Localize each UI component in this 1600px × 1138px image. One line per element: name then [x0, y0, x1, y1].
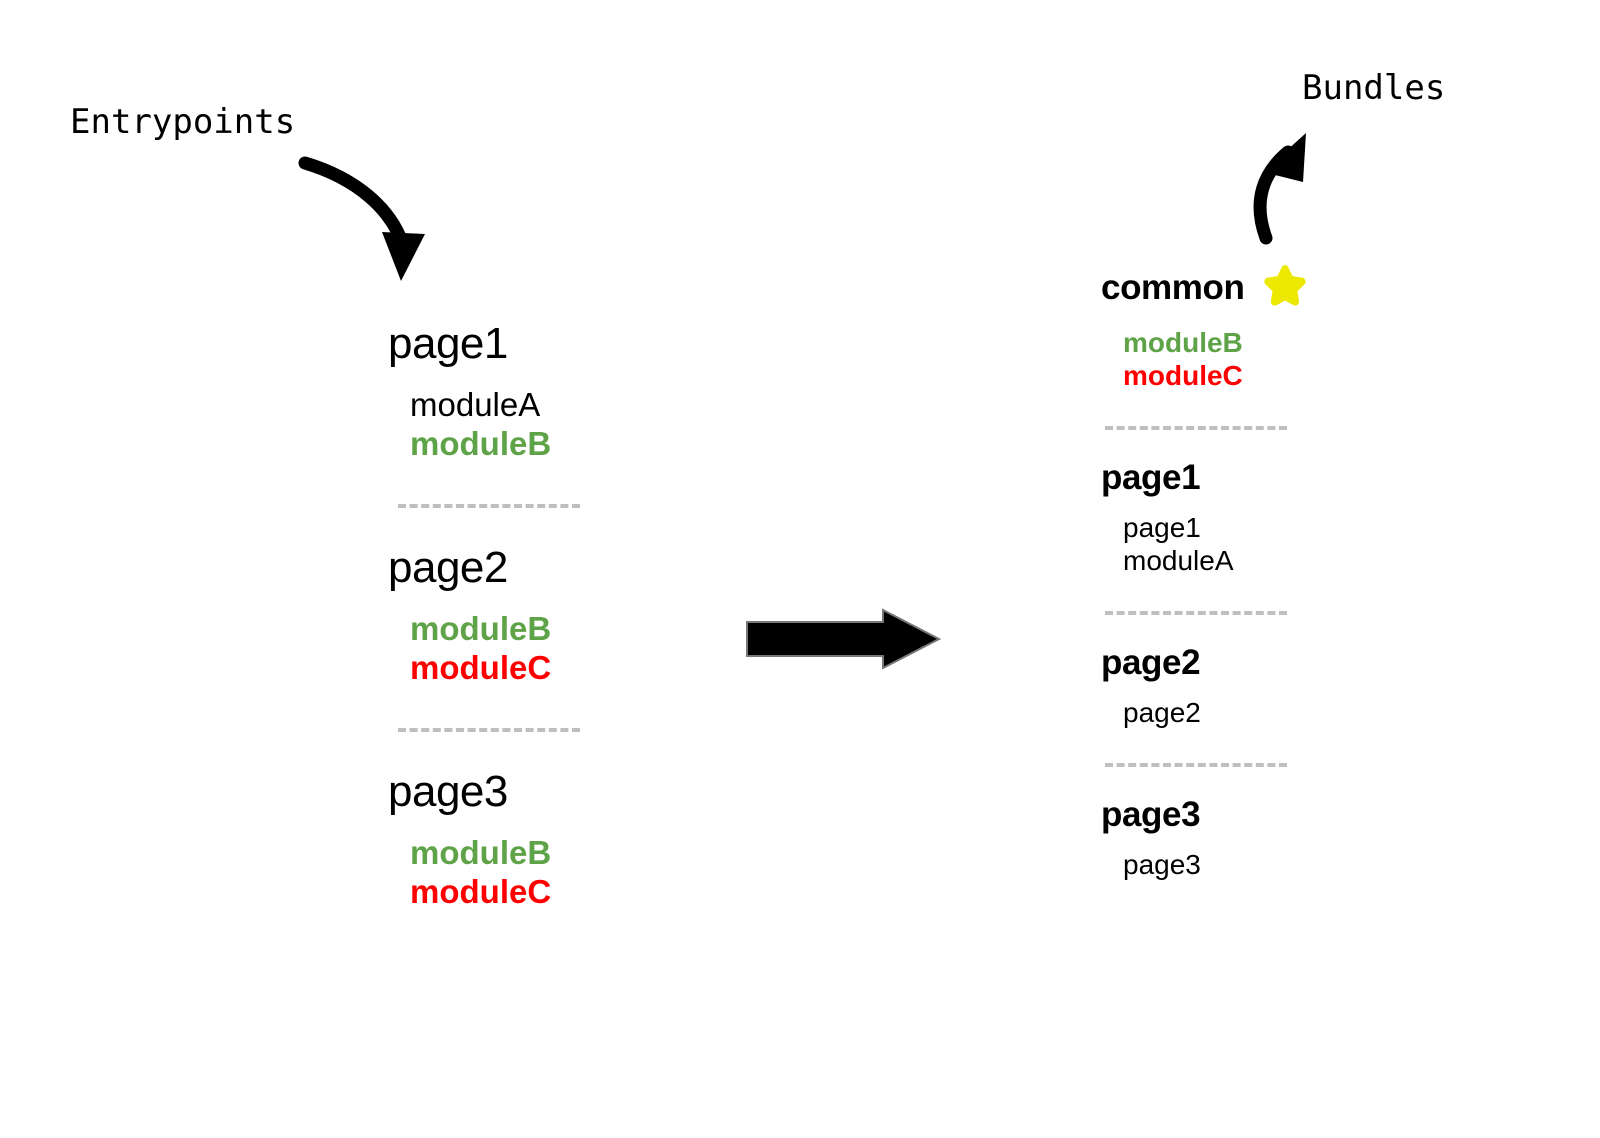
- bundle-group-title: common: [1101, 267, 1245, 307]
- group-divider: [1105, 763, 1287, 768]
- bundle-title-row: common: [1101, 264, 1401, 310]
- bundle-group-page1[interactable]: page1 page1 moduleA: [1101, 460, 1401, 577]
- group-divider: [398, 503, 580, 508]
- bundle-group-page3[interactable]: page3 page3: [1101, 797, 1401, 881]
- bundle-group-common[interactable]: common moduleB moduleC: [1101, 264, 1401, 392]
- module-item: moduleB: [1123, 327, 1243, 358]
- module-item: moduleC: [1123, 360, 1243, 392]
- module-item: moduleC: [410, 872, 552, 910]
- entrypoint-group-title: page3: [388, 766, 508, 816]
- entrypoint-group-page1[interactable]: page1 moduleA moduleB: [388, 322, 648, 464]
- entrypoint-module-list: moduleA moduleB: [388, 386, 648, 464]
- entrypoint-group-page3[interactable]: page3 moduleB moduleC: [388, 766, 648, 912]
- entrypoint-group-title: page2: [388, 542, 508, 592]
- entrypoint-group-page2[interactable]: page2 moduleB moduleC: [388, 542, 648, 688]
- group-divider: [1105, 611, 1287, 616]
- entrypoint-group-title: page1: [388, 319, 508, 368]
- module-item: page1: [1123, 512, 1201, 544]
- bundle-module-list: moduleB moduleC: [1101, 326, 1401, 392]
- bundle-module-list: page2: [1101, 696, 1401, 729]
- bundle-group-title: page2: [1101, 643, 1201, 683]
- entrypoint-module-list: moduleB moduleC: [388, 834, 648, 912]
- bundle-group-page2[interactable]: page2 page2: [1101, 645, 1401, 729]
- block-arrow-right-icon: [746, 608, 941, 670]
- bundle-module-list: page3: [1101, 848, 1401, 881]
- curved-arrow-down-right-icon: [298, 156, 425, 281]
- module-item: moduleB: [410, 424, 552, 462]
- bundles-column: common moduleB moduleC page1 page1 modul…: [1101, 264, 1401, 881]
- bundle-group-title: page1: [1101, 458, 1201, 498]
- curved-arrow-up-right-icon: [1253, 133, 1306, 245]
- group-divider: [1105, 426, 1287, 431]
- module-item: moduleB: [410, 609, 552, 647]
- module-item: moduleB: [410, 833, 552, 871]
- module-item: moduleA: [410, 386, 541, 423]
- module-item: moduleC: [410, 648, 552, 686]
- bundles-label: Bundles: [1302, 68, 1446, 108]
- module-item: page3: [1123, 849, 1201, 881]
- star-icon: [1262, 262, 1308, 308]
- bundle-group-title: page3: [1101, 795, 1201, 835]
- bundle-module-list: page1 moduleA: [1101, 511, 1401, 577]
- entrypoints-label: Entrypoints: [70, 102, 296, 142]
- entrypoint-module-list: moduleB moduleC: [388, 610, 648, 688]
- group-divider: [398, 727, 580, 732]
- module-item: page2: [1123, 697, 1201, 729]
- entrypoints-column: page1 moduleA moduleB page2 moduleB modu…: [388, 322, 648, 912]
- module-item: moduleA: [1123, 545, 1234, 577]
